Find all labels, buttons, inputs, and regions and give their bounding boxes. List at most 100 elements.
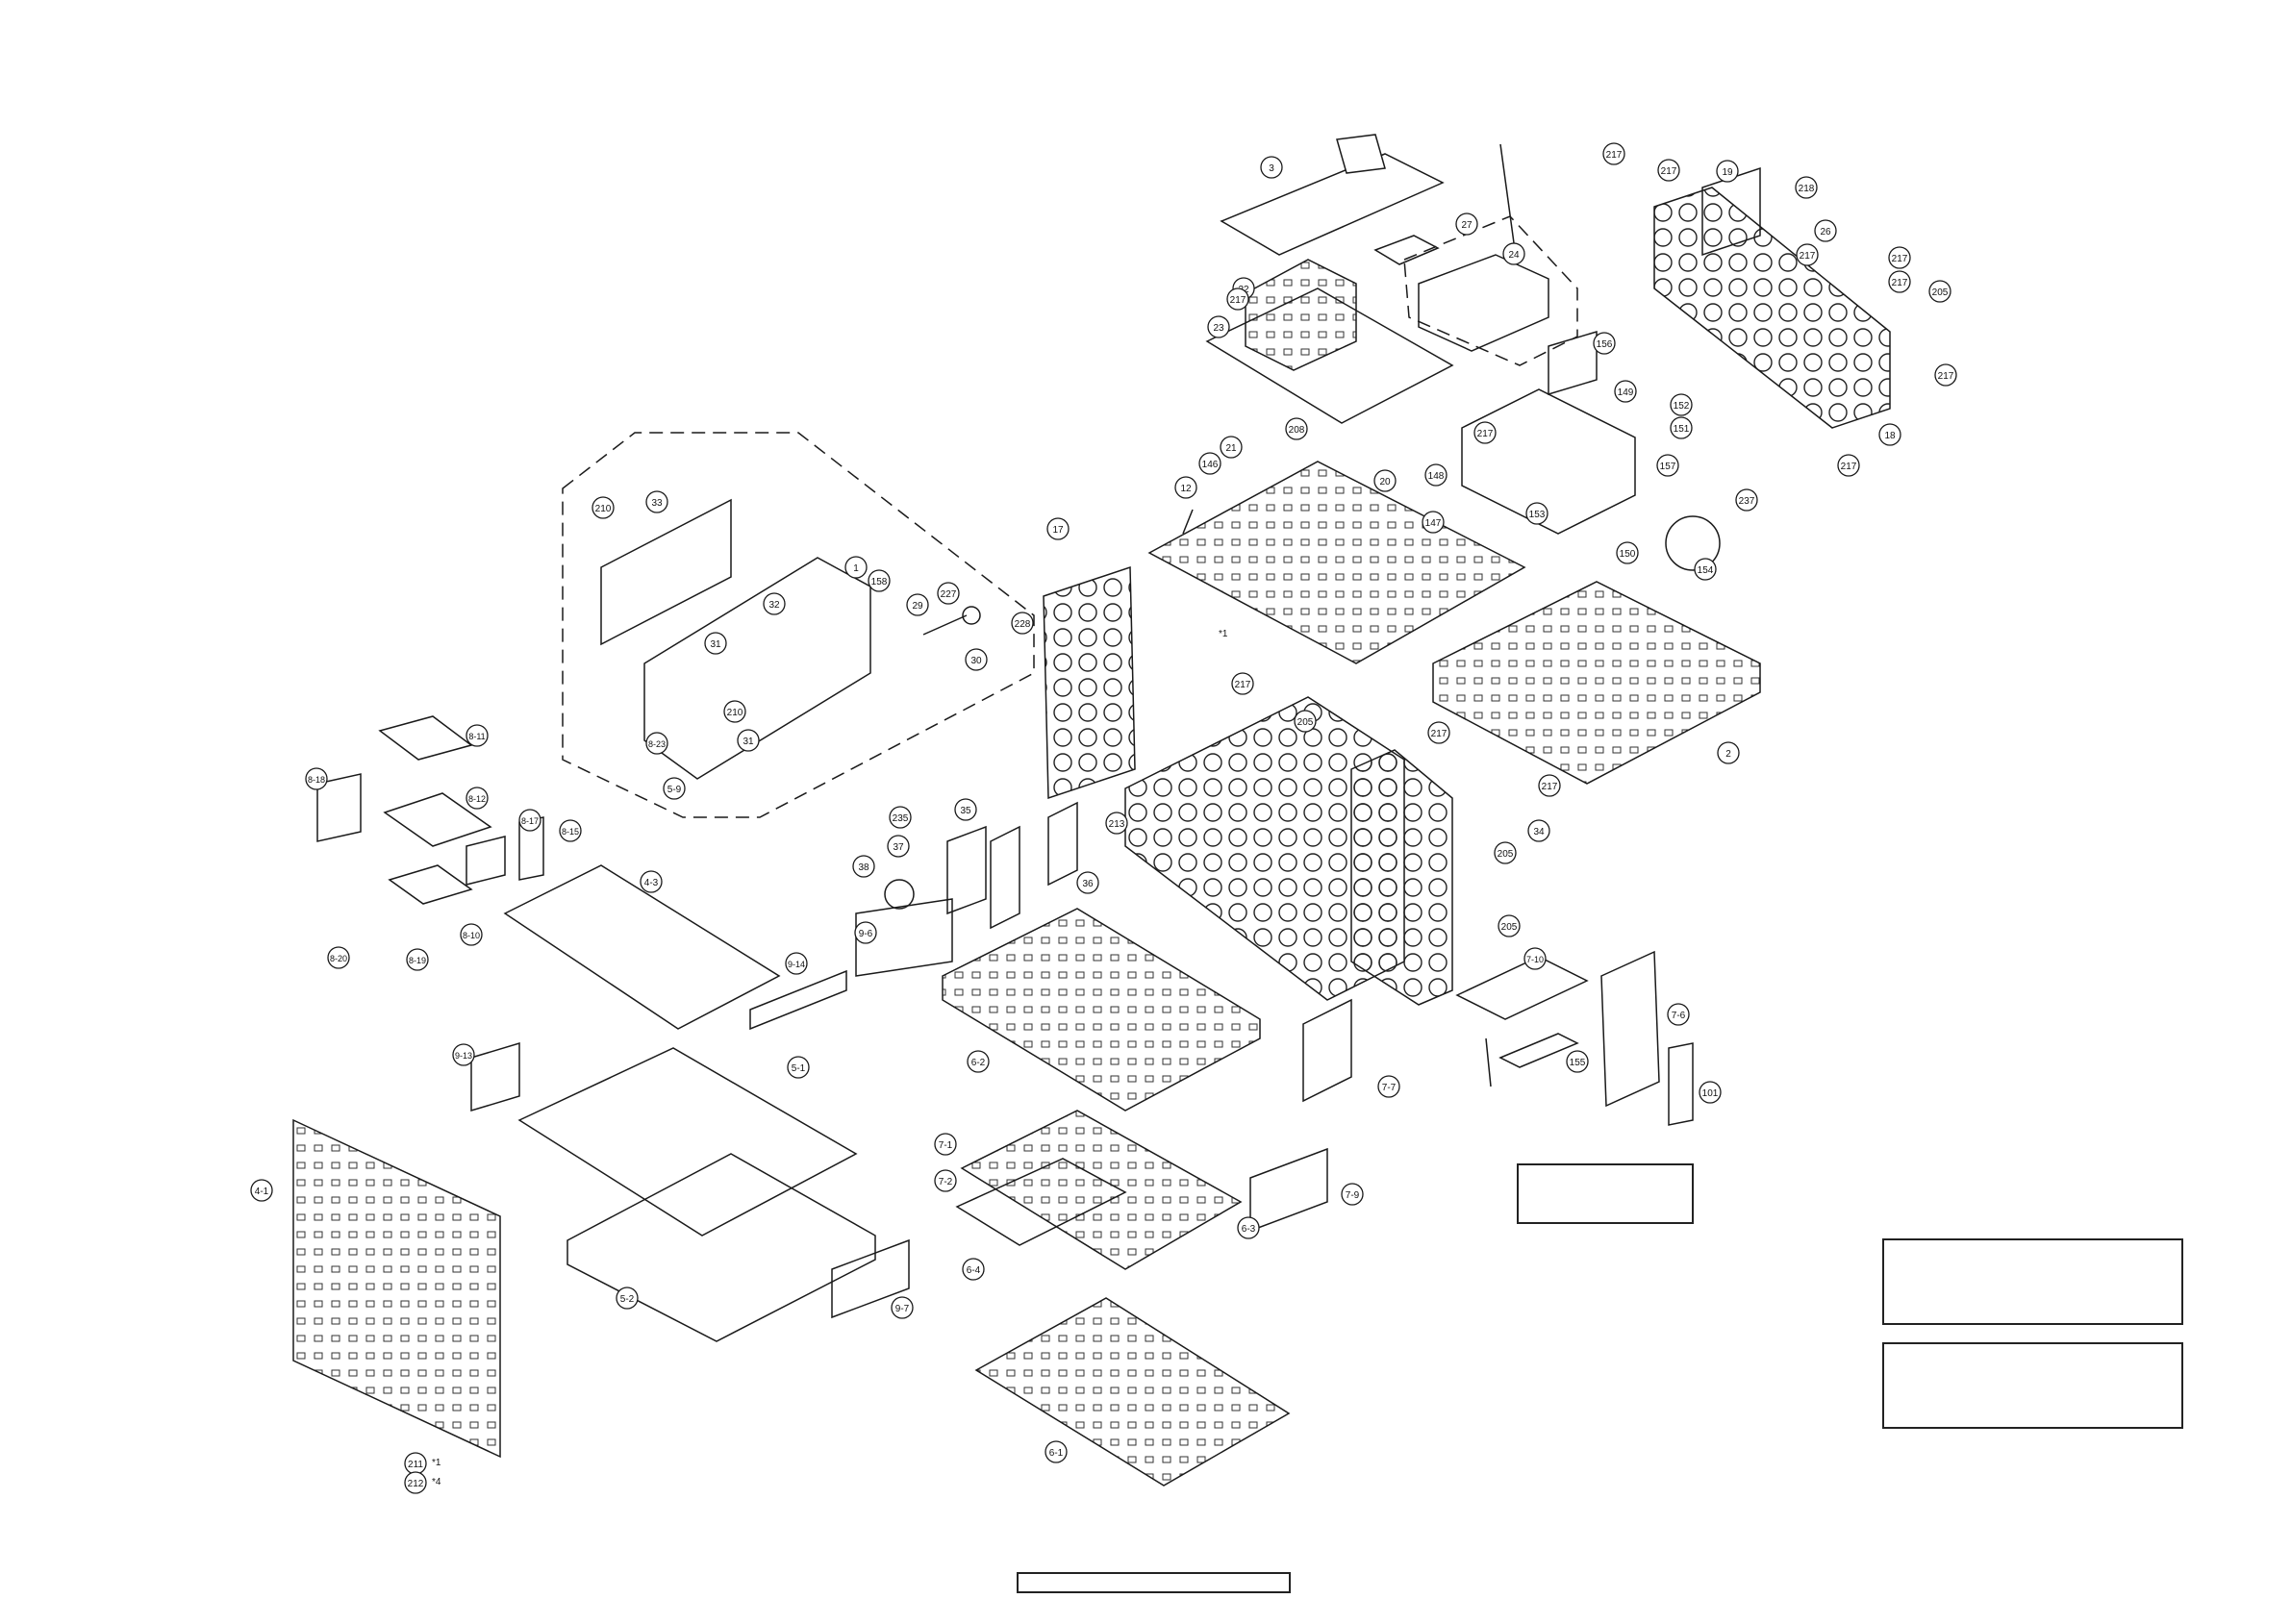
callout-208-circle [1285,417,1308,440]
callout-29: 29 [912,601,923,612]
callout-158: 158 [871,577,888,587]
callout-8-20: 8-20 [330,954,347,963]
callout-8-23: 8-23 [648,739,666,749]
callout-150: 150 [1620,549,1636,560]
callout-227: 227 [941,589,957,600]
callout-37: 37 [893,842,904,853]
plate-23 [1205,287,1454,424]
callout-8-12: 8-12 [468,794,486,804]
callout-6-2: 6-2 [971,1058,986,1068]
callout-5-9-circle [663,777,686,800]
callout-6-4-circle [962,1258,985,1281]
callout-217: 217 [1606,150,1623,161]
callout-211: 211 [408,1460,423,1470]
callout-9-14: 9-14 [788,960,805,969]
callout-152-circle [1670,393,1693,416]
callout-205-circle [1928,280,1951,303]
board-6-4 [955,1158,1127,1246]
callout-210: 210 [595,504,612,514]
callout-157: 157 [1660,462,1676,472]
callout-212-circle [404,1471,427,1494]
callout-217: 217 [1892,278,1908,288]
callout-156: 156 [1597,339,1613,350]
heatsink-22 [1245,259,1357,371]
callout-146: 146 [1202,460,1219,470]
board-7-7 [1302,998,1352,1103]
callout-208: 208 [1289,425,1305,436]
callout-217-circle [1231,672,1254,695]
callout-155-circle [1566,1050,1589,1073]
callout-153: 153 [1529,510,1546,520]
board-7-6 [1600,950,1660,1108]
callout-32: 32 [768,600,780,611]
callout-6-1-circle [1045,1440,1068,1463]
part-101 [1668,1042,1694,1126]
callout-5-9: 5-9 [667,785,682,795]
callout-1: 1 [853,563,859,574]
callout-227-circle [937,582,960,605]
board-8-23 [643,557,871,780]
callout-217: 217 [1235,680,1251,690]
callout-7-6: 7-6 [1672,1011,1686,1021]
callout-18-circle [1878,423,1901,446]
callout-7-6-circle [1667,1003,1690,1026]
callout-9-6: 9-6 [859,929,873,939]
callout-9-13-circle [452,1043,475,1066]
callout-217-circle [1657,159,1680,182]
callout-7-1: 7-1 [939,1140,953,1151]
callout-31-circle [704,632,727,655]
callout-8-10: 8-10 [463,931,480,940]
callout-20: 20 [1379,477,1391,487]
callout-2: 2 [1725,749,1731,760]
callout-27: 27 [1461,220,1473,231]
callout-9-7: 9-7 [895,1304,910,1314]
callout-26-circle [1814,219,1837,242]
callout-7-10: 7-10 [1526,955,1544,964]
board-7-1 [960,1110,1243,1270]
callout-37-circle [887,835,910,858]
callout-19: 19 [1722,167,1733,178]
callout-218-circle [1795,176,1818,199]
callout-7-9-circle [1341,1183,1364,1206]
callout-6-1: 6-1 [1049,1448,1064,1459]
board-4-1 [292,1118,501,1459]
callout-237: 237 [1739,496,1755,507]
callout-237-circle [1735,488,1758,512]
callout-217: 217 [1892,254,1908,264]
callout-217-circle [1602,142,1625,165]
board-7-10 [1455,956,1589,1020]
board-7-9 [1249,1147,1328,1233]
callout-30: 30 [970,656,982,666]
callout-146-circle [1198,452,1221,475]
callout-235-circle [889,806,912,829]
callout-217-circle [1888,246,1911,269]
callout-4-3-circle [640,870,663,893]
callout-228-circle [1011,612,1034,635]
callout-156-circle [1593,332,1616,355]
note-box-1 [1517,1163,1694,1224]
callout-31-circle [737,729,760,752]
page-footer-box [1017,1572,1291,1593]
callout-8-11: 8-11 [468,732,485,741]
callout-5-1-circle [787,1056,810,1079]
callout-7-2: 7-2 [939,1177,953,1187]
callout-148-circle [1424,463,1448,487]
callout-3: 3 [1269,163,1274,174]
callout-8-11-circle [466,724,489,747]
callout-2-circle [1717,741,1740,764]
callout-6-3: 6-3 [1242,1224,1256,1235]
callout-17-circle [1046,517,1070,540]
callout-6-2-circle [967,1050,990,1073]
board-6-1 [974,1297,1291,1487]
callout-8-18-circle [305,767,328,790]
callout-8-15: 8-15 [562,827,579,837]
callout-8-15-circle [559,819,582,842]
callout-210-circle [723,700,746,723]
callout-217: 217 [1800,251,1816,262]
callout-layer: 1231217181920212223242627293031323334353… [250,142,1957,1494]
note-mark: *4 [432,1477,441,1487]
callout-8-17-circle [518,809,541,832]
callout-217: 217 [1841,462,1857,472]
callout-217: 217 [1542,782,1558,792]
callout-150-circle [1616,541,1639,564]
